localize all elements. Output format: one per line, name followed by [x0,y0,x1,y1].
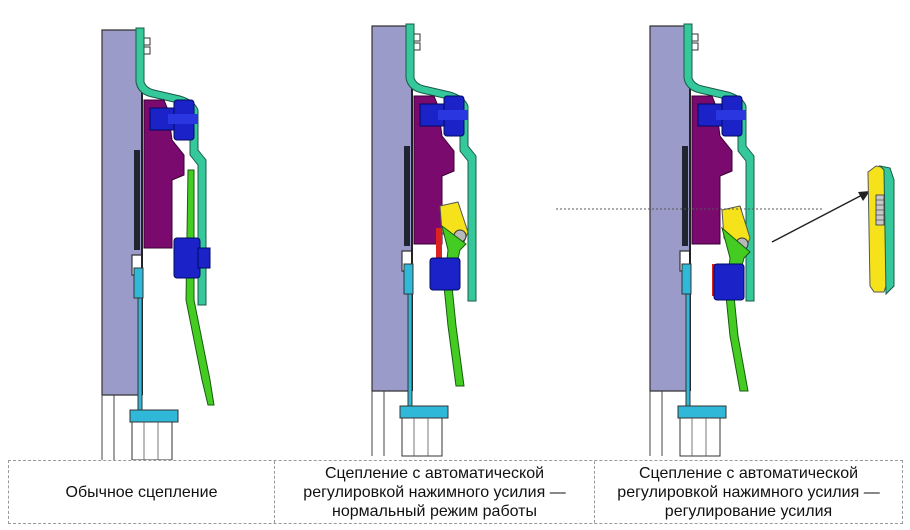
self-adjusting-clutch-normal-drawing [371,23,477,457]
adjusting-ring-detail [867,165,895,296]
caption-normal-clutch: Обычное сцепление [65,483,218,501]
normal-clutch-drawing [101,27,215,460]
clutch-comparison-diagram [101,23,895,460]
caption-self-adjusting-active: Сцепление с автоматической регулировкой … [594,461,902,523]
caption-self-adjusting-normal: Сцепление с автоматической регулировкой … [274,461,594,523]
caption-table: Обычное сцепление Сцепление с автоматиче… [8,460,903,524]
detail-arrow [771,191,870,243]
self-adjusting-clutch-adjusting-drawing [649,23,755,457]
